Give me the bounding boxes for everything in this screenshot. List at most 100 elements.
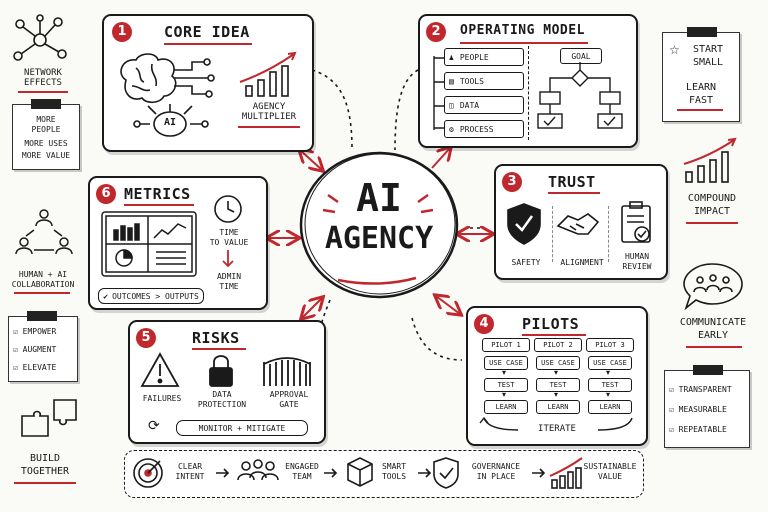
compound-chart-icon: [683, 137, 737, 183]
human-ai-collab-label: HUMAN + AI COLLABORATION: [11, 270, 75, 289]
trust-alignment-label: ALIGNMENT: [560, 258, 604, 267]
gear-icon: ⚙: [449, 124, 454, 134]
operating-model-panel: 2 OPERATING MODEL ♟PEOPLE ▧TOOLS ◫DATA ⚙…: [418, 14, 638, 148]
puzzle-icon: [21, 399, 77, 437]
laptop-icon: ▧: [449, 76, 454, 86]
center-title-agency: AGENCY: [324, 221, 434, 256]
pilot-column-header: PILOT 2: [534, 338, 582, 352]
metrics-title: METRICS: [124, 185, 191, 203]
down-arrow-icon: ▾: [502, 368, 507, 377]
center-circle: [299, 151, 459, 299]
more-list-note: MORE PEOPLE MORE USES MORE VALUE: [12, 99, 80, 170]
down-arrow-icon: [222, 250, 234, 268]
checkbox-icon: ☑: [13, 345, 18, 354]
pilot-step-box: LEARN: [588, 400, 632, 414]
network-effects-label: NETWORK EFFECTS: [24, 68, 62, 88]
risk-failures-label: FAILURES: [142, 394, 182, 403]
check-elevate: ☑ ELEVATE: [13, 363, 57, 372]
risk-icons: [140, 352, 311, 387]
risks-panel: 5 RISKS FAILURES DATA PROTECTION APPROVA…: [128, 320, 326, 444]
start-small-note: ☆ START SMALL LEARN FAST: [662, 27, 740, 122]
collab-checklist-note: ☑ EMPOWER ☑ AUGMENT ☑ ELEVATE: [8, 311, 78, 382]
pilot-column-header: PILOT 3: [586, 338, 634, 352]
more-uses: MORE USES: [24, 139, 68, 148]
start-small-label: START SMALL: [692, 44, 724, 68]
refresh-icon: ⟳: [148, 418, 160, 434]
pilot-step-box: USE CASE: [536, 356, 580, 370]
growth-chart-icon: [239, 51, 297, 97]
more-people: MORE PEOPLE: [31, 115, 61, 134]
check-augment: ☑ AUGMENT: [13, 345, 57, 354]
center-title-ai: AI: [356, 176, 402, 220]
core-idea-number: 1: [112, 22, 132, 42]
core-idea-panel: 1 CORE IDEA AI AGENCY MULTIPLIER: [102, 14, 314, 152]
pilots-title: PILOTS: [522, 315, 580, 333]
flowchart-icon: [537, 62, 623, 129]
compound-impact-label: COMPOUND IMPACT: [687, 193, 737, 217]
core-idea-title: CORE IDEA: [164, 23, 250, 41]
iterate-label: ITERATE: [538, 424, 576, 434]
pilot-step-box: TEST: [484, 378, 528, 392]
trust-human-review-label: HUMAN REVIEW: [622, 252, 652, 271]
more-value: MORE VALUE: [21, 151, 71, 160]
metrics-number: 6: [96, 184, 116, 204]
down-arrow-icon: ▾: [554, 390, 559, 399]
bracket-lines: [433, 56, 444, 130]
checkbox-icon: ☑: [13, 327, 18, 336]
pilots-number: 4: [474, 314, 494, 334]
op-item-people: ♟PEOPLE: [444, 48, 524, 66]
check-repeatable: ☑ REPEATABLE: [669, 425, 727, 434]
agency-multiplier-label: AGENCY MULTIPLIER: [241, 102, 297, 122]
collaboration-icon: [15, 209, 73, 255]
network-icon: [13, 14, 67, 61]
trust-panel: 3 TRUST SAFETY ALIGNMENT HUMAN REVIEW: [494, 164, 668, 280]
pilot-step-box: USE CASE: [484, 356, 528, 370]
op-item-tools: ▧TOOLS: [444, 72, 524, 90]
risks-number: 5: [136, 328, 156, 348]
operating-model-number: 2: [426, 22, 446, 42]
dashboard-icon: [101, 211, 197, 277]
monitor-mitigate-box: MONITOR + MITIGATE: [176, 420, 308, 436]
check-circle-icon: ✔: [103, 291, 109, 301]
checkbox-icon: ☑: [669, 385, 674, 394]
check-empower: ☑ EMPOWER: [13, 327, 57, 336]
op-item-data: ◫DATA: [444, 96, 524, 114]
flow-engaged-team: ENGAGED TEAM: [285, 462, 319, 481]
center-hub: AI AGENCY: [298, 150, 460, 300]
flow-smart-tools: SMART TOOLS: [381, 462, 407, 481]
star-icon: ☆: [669, 43, 680, 57]
trust-number: 3: [502, 172, 522, 192]
iterate-loop: [479, 416, 633, 431]
goal-box: GOAL: [560, 48, 602, 64]
clock-icon: [214, 195, 242, 223]
pilot-step-box: TEST: [588, 378, 632, 392]
checkbox-icon: ☑: [669, 405, 674, 414]
learn-fast-label: LEARN FAST: [685, 82, 717, 106]
checkbox-icon: ☑: [13, 363, 18, 372]
pilot-step-box: LEARN: [484, 400, 528, 414]
risk-approval-gate-label: APPROVAL GATE: [269, 390, 309, 409]
admin-time-label: ADMIN TIME: [216, 272, 242, 291]
outcomes-outputs-box: ✔OUTCOMES > OUTPUTS: [98, 288, 204, 304]
check-transparent: ☑ TRANSPARENT: [669, 385, 732, 394]
check-measurable: ☑ MEASURABLE: [669, 405, 727, 414]
communicate-early-label: COMMUNICATE EARLY: [679, 317, 747, 341]
down-arrow-icon: ▾: [606, 368, 611, 377]
risk-data-protection-label: DATA PROTECTION: [197, 390, 247, 409]
trust-safety-label: SAFETY: [511, 258, 541, 267]
down-arrow-icon: ▾: [554, 368, 559, 377]
pilot-step-box: LEARN: [536, 400, 580, 414]
trust-icons: [507, 201, 651, 245]
pilot-step-box: TEST: [536, 378, 580, 392]
operating-model-title: OPERATING MODEL: [460, 23, 585, 38]
down-arrow-icon: ▾: [502, 390, 507, 399]
person-icon: ♟: [449, 52, 454, 62]
trust-title: TRUST: [548, 173, 596, 191]
flow-clear-intent: CLEAR INTENT: [175, 462, 205, 481]
brain-icon: [120, 53, 215, 137]
ai-node-label: AI: [163, 117, 177, 128]
build-together-label: BUILD TOGETHER: [20, 453, 70, 477]
flow-icons: [133, 457, 583, 489]
